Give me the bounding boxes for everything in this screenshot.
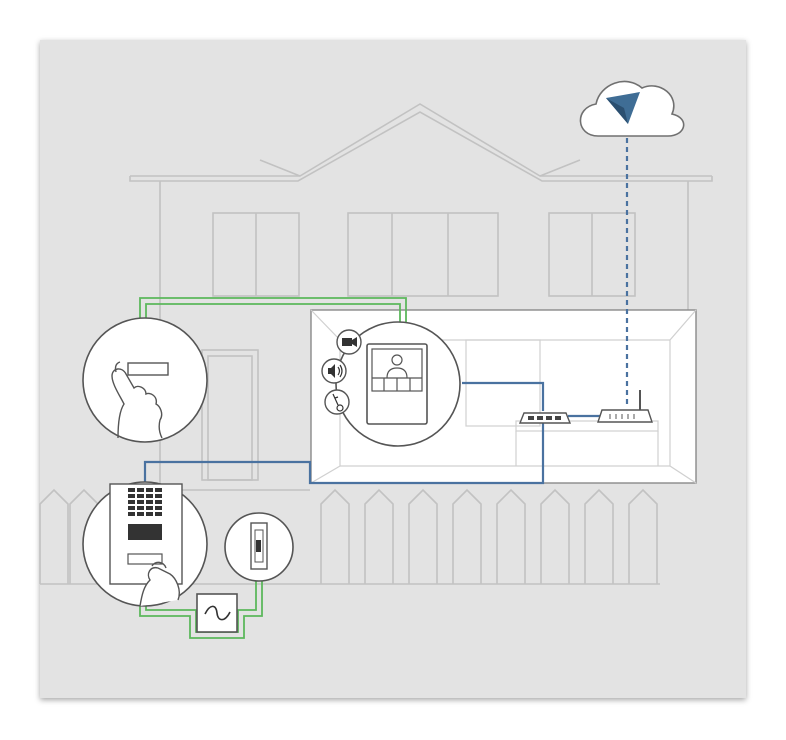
ethernet-wires [143,381,600,487]
keypad-key [137,512,144,516]
house-outline [129,103,713,491]
doorbell-button [82,317,208,443]
keypad-key [137,488,144,492]
fence-picket [584,488,614,584]
fence-picket [628,488,658,584]
keypad-key [128,506,135,510]
power-supply [196,593,238,633]
wifi-router-icon [597,390,653,423]
keypad-key [155,488,162,492]
keypad-key [146,512,153,516]
keypad-key [155,494,162,498]
power-supply-icon [204,605,231,621]
intercom-door-station-icon [109,483,183,607]
fence-picket [496,488,526,584]
keypad-key [128,500,135,504]
fence-picket [452,488,482,584]
speaker-icon [321,358,347,384]
electric-door-opener-icon [250,522,268,570]
key-icon [324,389,350,415]
keypad-key [128,494,135,498]
keypad-key [137,494,144,498]
finger-press-icon [111,361,169,439]
fence-picket [408,488,438,584]
cloud-service [579,80,685,137]
keypad-key [137,500,144,504]
fence-picket [540,488,570,584]
door-station [82,481,208,607]
fence-picket [39,488,69,584]
keypad-key [155,500,162,504]
cloud-logo-icon [606,92,640,124]
keypad-key [146,500,153,504]
keypad-key [146,506,153,510]
fence-picket [364,488,394,584]
door-opener [224,512,294,582]
keypad-key [128,488,135,492]
keypad-key [128,512,135,516]
keypad-key [146,488,153,492]
camera-icon [336,329,362,355]
keypad-key [155,512,162,516]
network-switch-icon [518,412,572,424]
keypad-key [146,494,153,498]
keypad-key [137,506,144,510]
keypad-key [155,506,162,510]
indoor-monitor [321,321,461,447]
video-monitor-icon [372,354,422,391]
fence-picket [320,488,350,584]
